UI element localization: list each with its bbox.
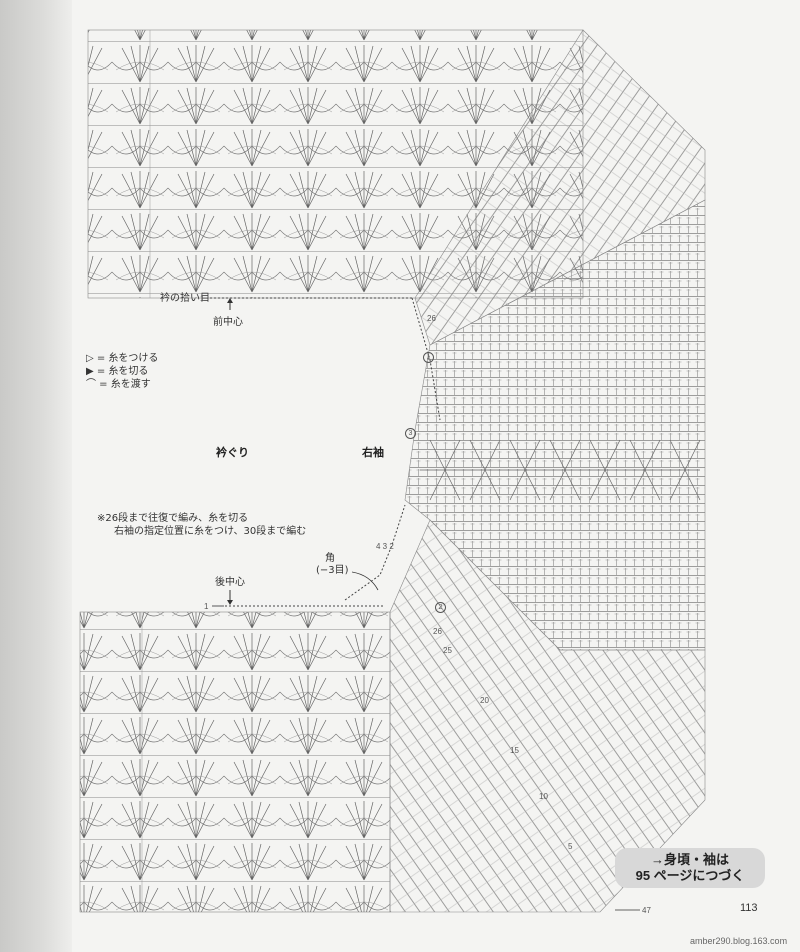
page-number: 113 [740,902,758,914]
continue-note-line-2: 95 ページにつづく [635,868,745,883]
neckline-label: 衿ぐり [216,446,249,459]
continue-note-box: →身頃・袖は 95 ページにつづく [615,848,765,888]
note: ※26段まで往復で編み、糸を切る 右袖の指定位置に糸をつけ、30段まで編む [97,512,306,538]
front-center-label: 前中心 [213,317,243,328]
lower-raglan-outline [389,519,706,913]
legend-item-join: ▷ = 糸をつける [86,352,158,365]
join-yarn-icon: ▷ = 糸をつける [86,353,159,364]
collar-pickup-label: 衿の拾い目 [160,293,210,304]
row-number-25: 25 [443,646,452,655]
carry-yarn-icon: ⌒ = 糸を渡す [86,379,151,390]
circled-number-2: 2 [435,602,446,613]
row-number-26-lower: 26 [433,627,442,636]
legend-item-carry: ⌒ = 糸を渡す [86,378,158,391]
corner-arrow [351,571,379,591]
corner-label: 角 [325,553,335,564]
continue-note-line-1: →身頃・袖は [650,851,729,867]
back-center-label: 後中心 [215,577,245,588]
row-numbers-corner: 4 3 2 [376,542,394,551]
upper-raglan-band [415,30,705,345]
legend-item-cut: ▶ = 糸を切る [86,365,158,378]
note-line-1: ※26段まで往復で編み、糸を切る [97,513,249,524]
right-sleeve-chart [405,200,705,650]
circled-number-1: 1 [423,352,434,363]
cut-yarn-icon: ▶ = 糸を切る [86,366,149,377]
note-line-2: 右袖の指定位置に糸をつけ、30段まで編む [114,526,307,537]
book-spine-shadow [0,0,72,952]
row-number-5: 5 [568,842,573,851]
watermark: amber290.blog.163.com [690,936,788,946]
lower-raglan-band [390,520,705,912]
row-number-1-bottom: 1 [204,602,209,611]
back-center-arrowhead [227,600,233,605]
collar-pickup-curve [344,504,406,601]
row-number-10: 10 [539,792,548,801]
row-number-26: 26 [427,314,436,323]
sleeve-lace-motif [420,439,701,501]
row-number-15: 15 [510,746,519,755]
corner-sub-label: (−3目) [316,565,349,576]
row-number-47: 47 [642,906,651,915]
row-number-20: 20 [480,696,489,705]
circled-number-3: 3 [405,428,416,439]
front-center-arrowhead [227,298,233,303]
legend: ▷ = 糸をつける ▶ = 糸を切る ⌒ = 糸を渡す [86,352,158,391]
right-sleeve-label: 右袖 [362,446,384,459]
row-number-1-top: 1 [200,294,205,303]
lower-body-chart [80,612,390,912]
